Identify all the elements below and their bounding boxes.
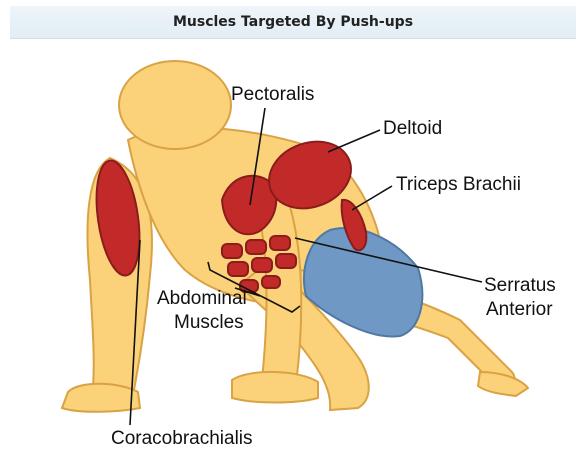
label-abdominal-line2: Muscles [174,312,244,334]
label-serratus-line2: Anterior [486,299,553,321]
label-triceps-brachii: Triceps Brachii [396,174,521,196]
label-pectoralis: Pectoralis [231,84,314,106]
label-serratus-line1: Serratus [484,275,556,297]
label-abdominal-line1: Abdominal [157,288,247,310]
label-deltoid: Deltoid [383,118,442,140]
label-coracobrachialis: Coracobrachialis [111,428,253,450]
